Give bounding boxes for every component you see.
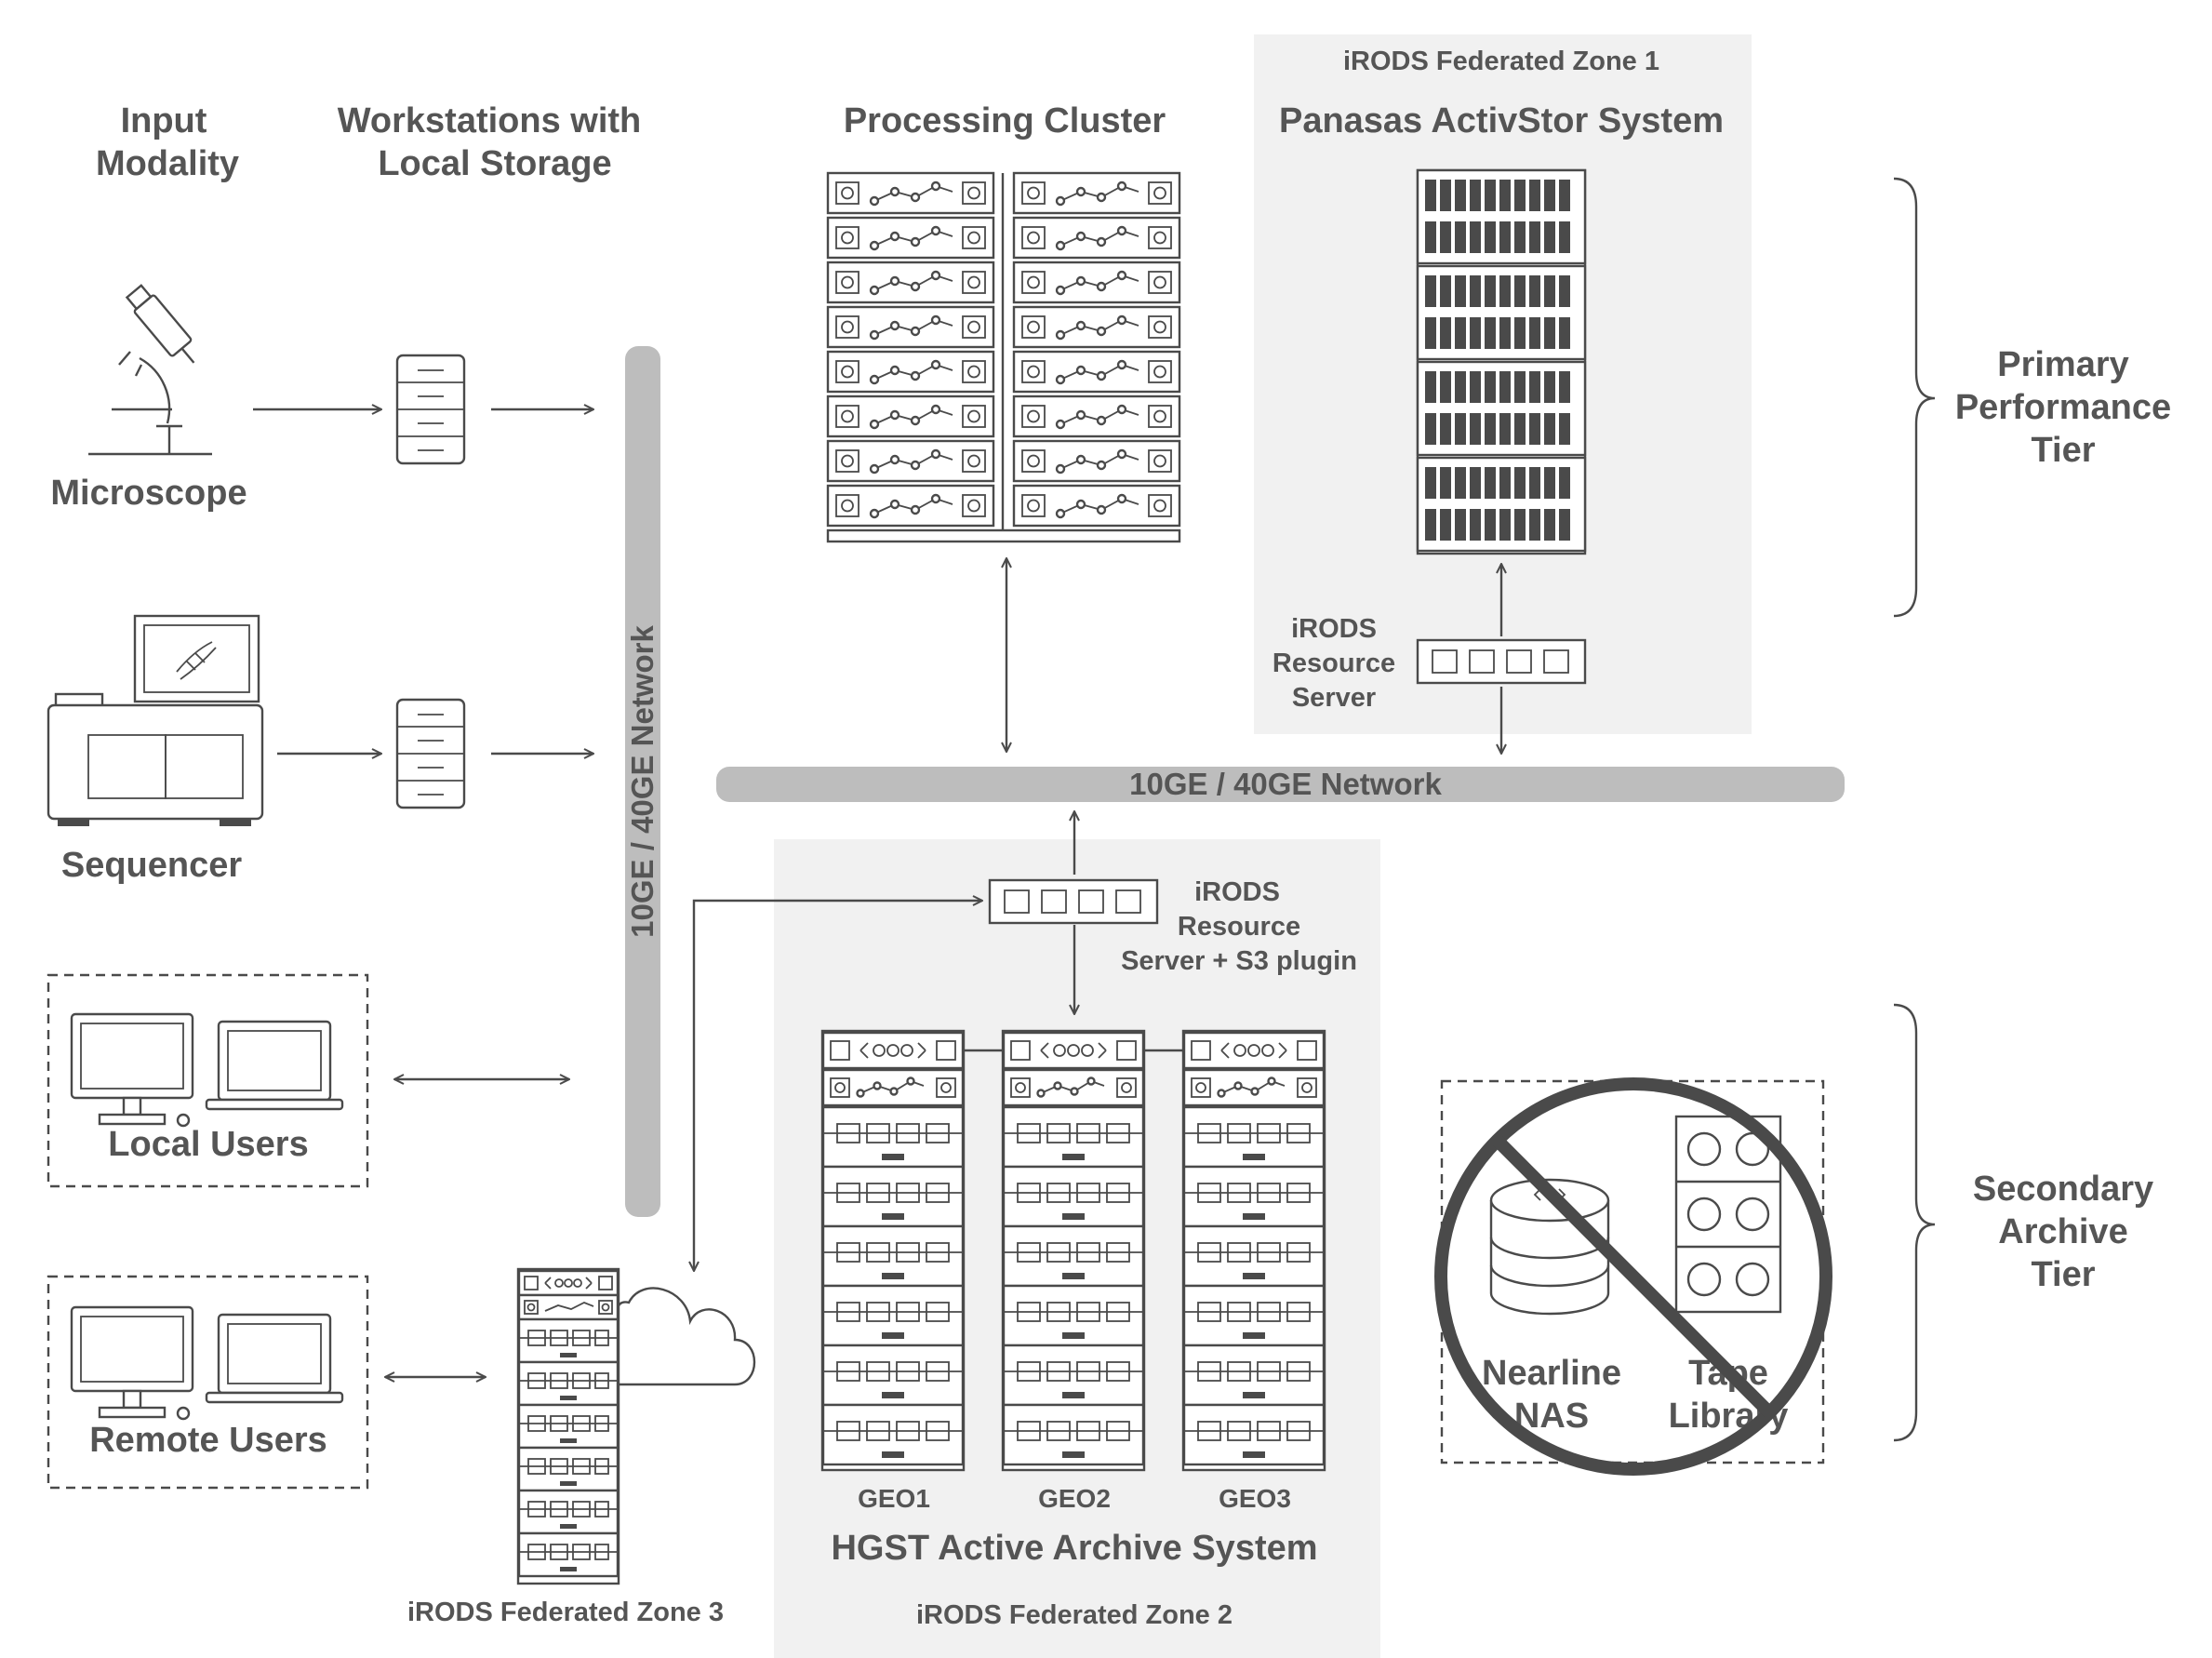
nearline-nas-label-line1: Nearline [1482,1354,1621,1393]
local-users-computers-icon [70,1012,344,1128]
panasas-system-label: Panasas ActivStor System [1279,101,1724,140]
primary-tier-label-line3: Tier [2031,431,2095,470]
vertical-network-label: 10GE / 40GE Network [625,625,660,938]
vertical-network-bar [625,346,660,1217]
secondary-tier-label-line1: Secondary [1973,1170,2153,1209]
local-users-label: Local Users [108,1125,308,1164]
geo3-label: GEO3 [1219,1484,1291,1513]
remote-users-computers-icon [70,1305,344,1421]
zone2-resource-server-label-line3: Server + S3 plugin [1121,946,1357,976]
processing-cluster-rack [826,171,1181,543]
geo2-label: GEO2 [1038,1484,1111,1513]
zone1-resource-server-label-line3: Server [1292,683,1376,713]
zone1-resource-server-switch [1416,638,1587,685]
hgst-rack-geo2 [1001,1029,1146,1472]
hgst-rack-geo1 [820,1029,966,1472]
zone2-resource-server-label-line1: iRODS [1194,877,1280,907]
panasas-storage-rack [1416,168,1587,555]
zone2-resource-server-label-line2: Resource [1178,912,1300,942]
primary-tier-label-line2: Performance [1955,388,2171,427]
sequencer-label: Sequencer [61,846,243,885]
zone1-resource-server-label-line1: iRODS [1291,614,1377,644]
workstations-label-line1: Workstations with [338,101,642,140]
zone3-rack [516,1267,620,1585]
local-users-box [47,973,369,1188]
microscope-icon [88,284,212,456]
zone1-title: iRODS Federated Zone 1 [1343,47,1659,76]
cloud-icon [616,1287,756,1386]
input-modality-label-line2: Modality [96,144,239,183]
horizontal-network-label: 10GE / 40GE Network [1129,767,1442,801]
zone2-resource-server-switch [988,878,1159,925]
remote-users-box [47,1275,369,1490]
secondary-tier-label-line3: Tier [2031,1255,2095,1294]
secondary-tier-brace [1893,1003,1936,1442]
workstation-tower-1-icon [395,354,466,465]
primary-tier-brace [1893,177,1936,618]
geo1-label: GEO1 [858,1484,930,1513]
zone2-title: iRODS Federated Zone 2 [916,1600,1233,1630]
secondary-tier-label-line2: Archive [1998,1212,2127,1251]
input-modality-label-line1: Input [121,101,207,140]
hgst-rack-geo3 [1181,1029,1326,1472]
prohibited-icon [1434,1077,1832,1476]
tape-library-icon [1674,1115,1782,1314]
workstations-label-line2: Local Storage [378,144,611,183]
workstation-tower-2-icon [395,698,466,809]
zone3-title: iRODS Federated Zone 3 [407,1598,724,1627]
processing-cluster-label: Processing Cluster [844,101,1166,140]
horizontal-network-bar [716,767,1845,802]
sequencer-icon [47,614,264,826]
zone1-resource-server-label-line2: Resource [1273,648,1395,678]
remote-users-label: Remote Users [89,1421,327,1460]
hgst-system-label: HGST Active Archive System [831,1529,1317,1568]
primary-tier-label-line1: Primary [1997,345,2129,384]
arrow-zone3-zone2 [694,901,982,1271]
microscope-label: Microscope [50,474,247,513]
